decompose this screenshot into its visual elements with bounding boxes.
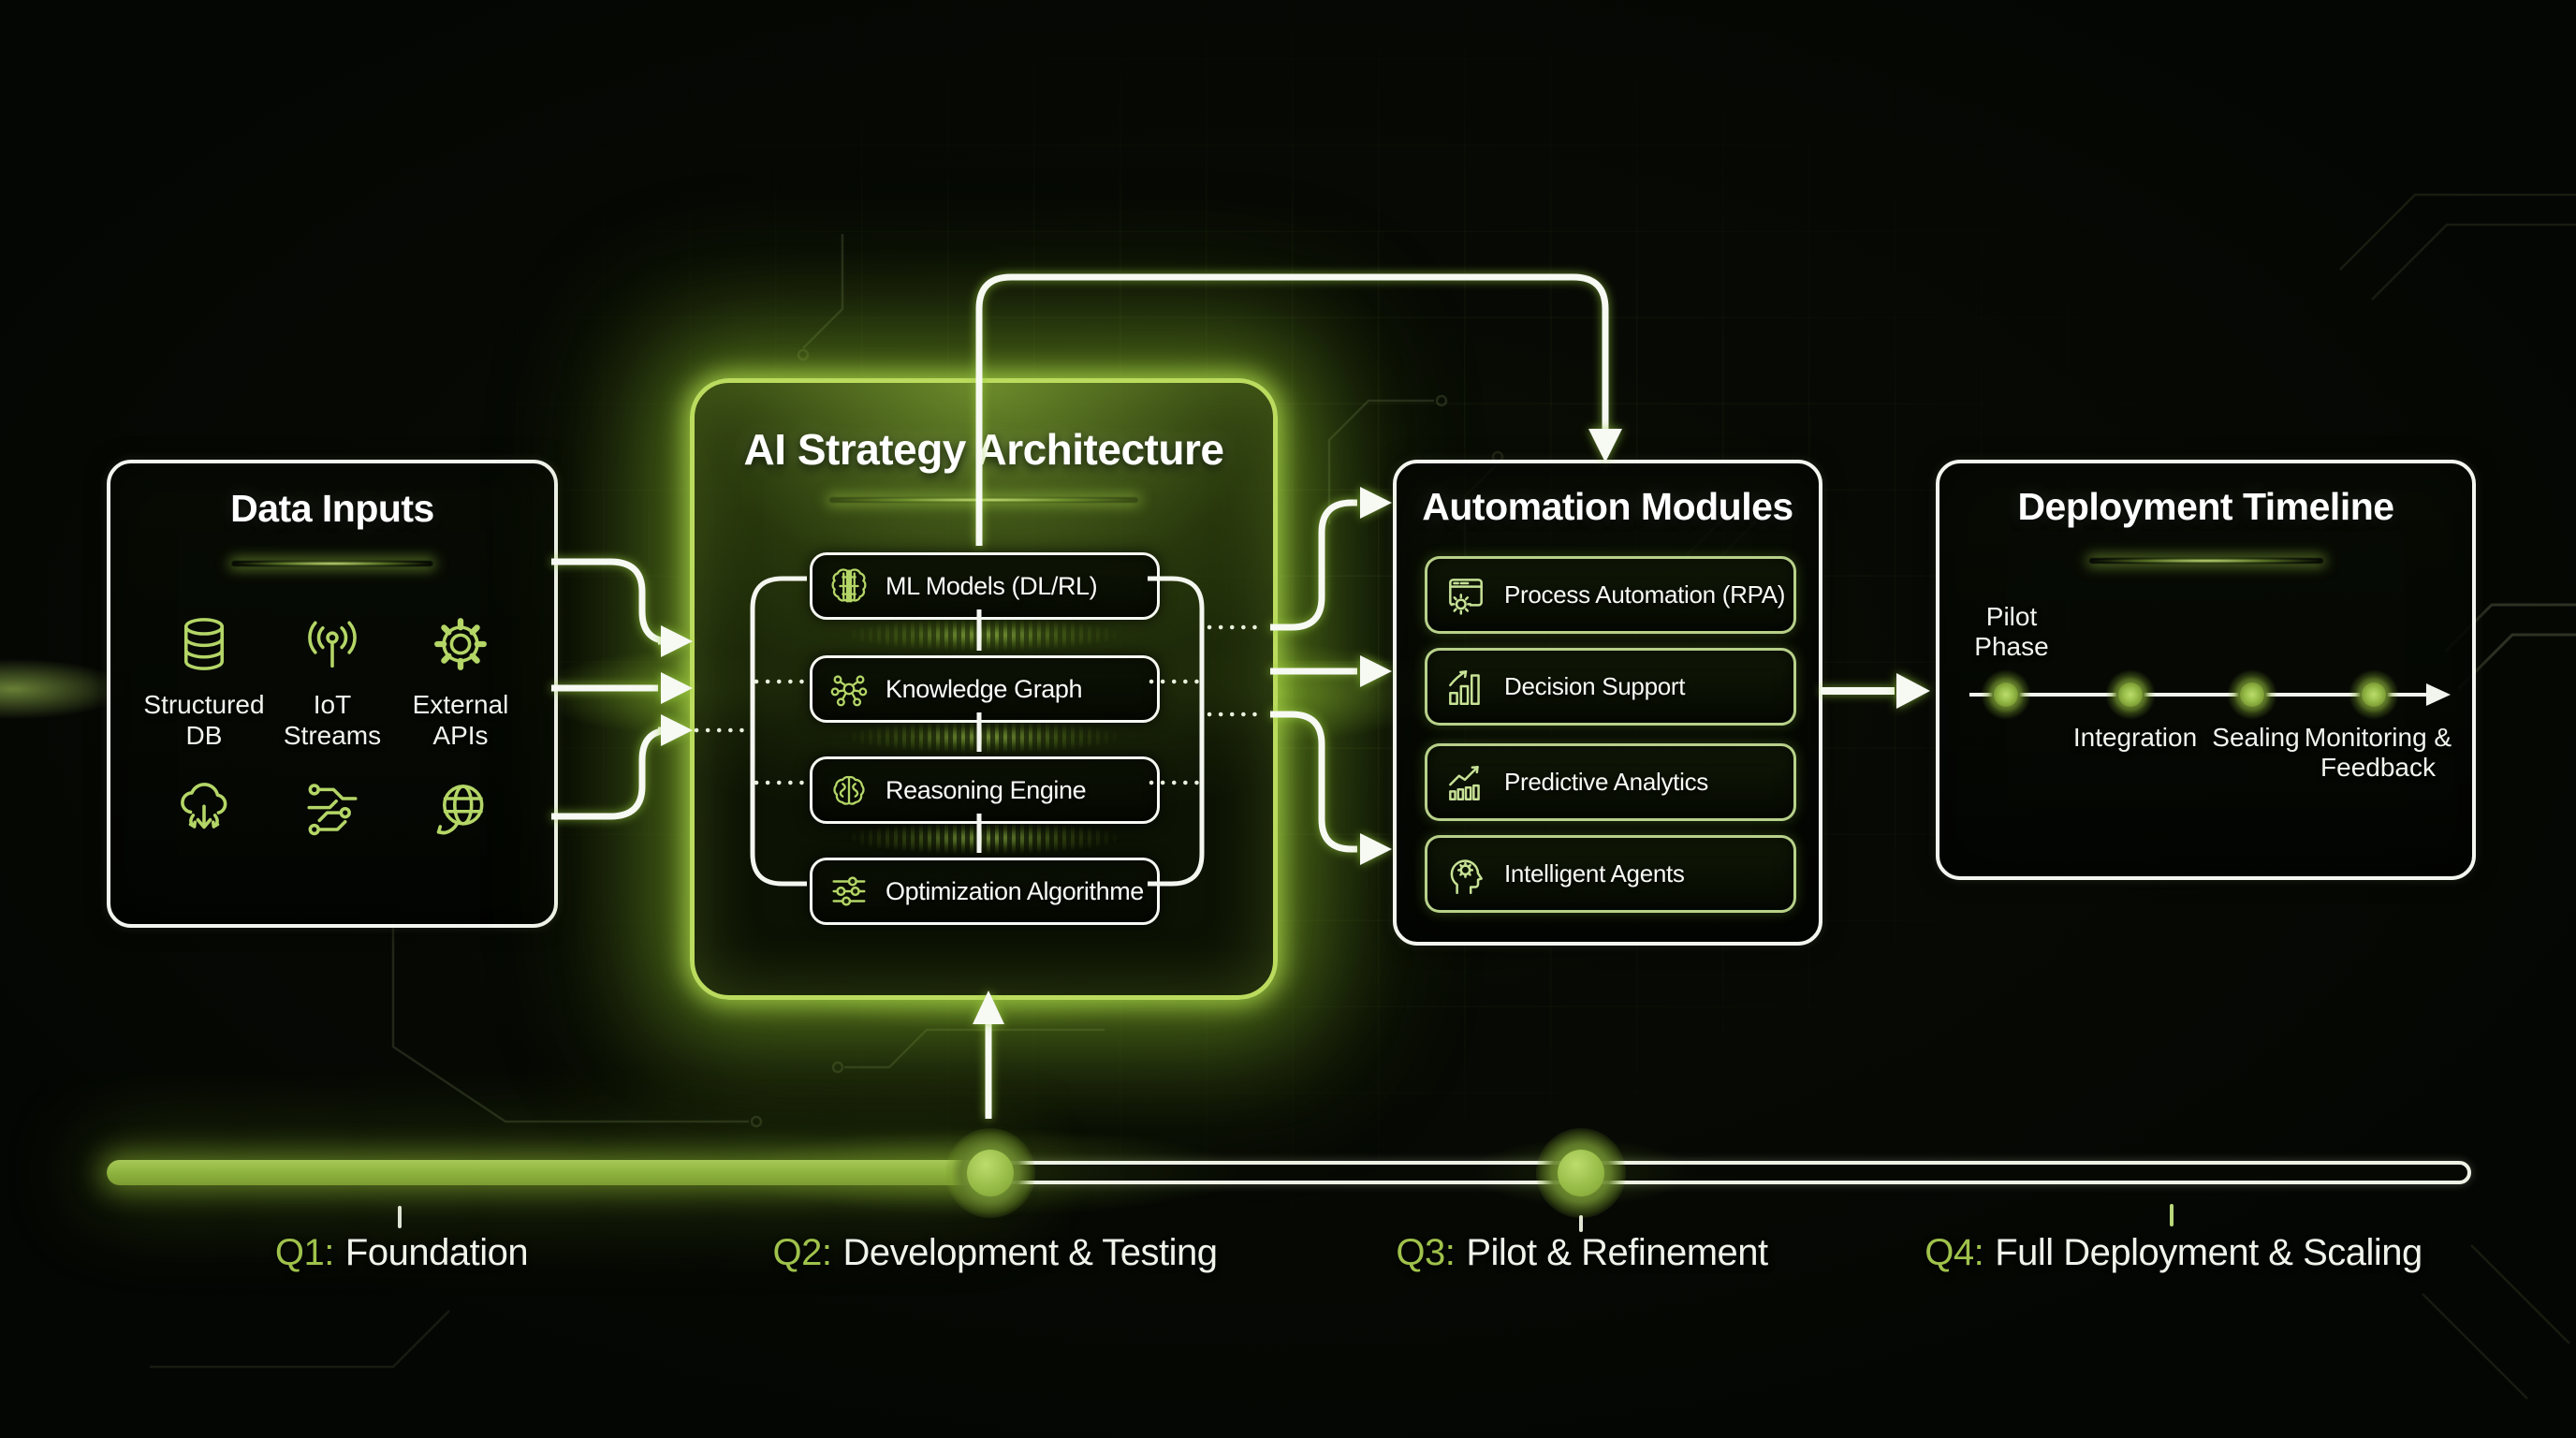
core-module-label: Reasoning Engine	[886, 775, 1087, 804]
quarter-prefix: Q3:	[1396, 1232, 1456, 1273]
quarter-label: Pilot & Refinement	[1466, 1232, 1768, 1273]
quarter-q4: Q4: Full Deployment & Scaling	[1925, 1232, 2422, 1274]
quarter-q2: Q2:Development & Testing	[772, 1232, 1218, 1274]
core-module-knowledge-graph: Knowledge Graph	[810, 655, 1160, 723]
automation-module-label: Intelligent Agents	[1504, 859, 1685, 888]
quarter-label: Full Deployment & Scaling	[1995, 1232, 2422, 1273]
automation-module-rpa: Process Automation (RPA)	[1425, 556, 1796, 634]
automation-title: Automation Modules	[1422, 485, 1793, 528]
quarter-prefix: Q1:	[274, 1232, 334, 1273]
quarter-q3: Q3:Pilot & Refinement	[1396, 1232, 1768, 1274]
source-iot-streams: IoT Streams	[262, 613, 402, 751]
core-panel: AI Strategy Architecture ML Models (DL/R…	[690, 378, 1278, 1000]
title-underline-glow	[829, 497, 1138, 503]
source-label: Structured DB	[143, 690, 265, 751]
source-label: External APIs	[412, 690, 509, 751]
automation-module-predictive-analytics: Predictive Analytics	[1425, 743, 1796, 821]
roadmap-dot-q3	[1536, 1128, 1626, 1218]
milestone-monitoring-feedback: Monitoring & Feedback	[2304, 723, 2452, 783]
tick-q1	[398, 1206, 402, 1228]
quarter-q1: Q1:Foundation	[274, 1232, 529, 1274]
milestone-sealing: Sealing	[2212, 723, 2300, 752]
antenna-icon	[308, 621, 357, 668]
knowledge-graph-icon	[830, 675, 868, 707]
quarter-label: Development & Testing	[842, 1232, 1218, 1273]
core-title: AI Strategy Architecture	[743, 425, 1224, 474]
data-inputs-panel: Data Inputs Structured DB IoT Streams	[107, 460, 558, 928]
source-circuit	[262, 778, 402, 844]
automation-panel: Automation Modules Process Automation (R…	[1393, 460, 1822, 946]
title-underline-glow	[231, 561, 433, 566]
core-module-optimization: Optimization Algorithme	[810, 858, 1160, 925]
roadmap-dot-q2	[945, 1128, 1035, 1218]
core-module-reasoning-engine: Reasoning Engine	[810, 756, 1160, 824]
bar-chart-arrow-icon	[1449, 669, 1480, 705]
cloud-transfer-icon	[181, 783, 227, 829]
milestone-integration: Integration	[2072, 723, 2198, 752]
core-module-label: Knowledge Graph	[886, 674, 1083, 703]
core-module-ml-models: ML Models (DL/RL)	[810, 552, 1160, 620]
brain-circuit-icon	[831, 568, 867, 603]
automation-module-label: Predictive Analytics	[1504, 768, 1708, 796]
signal-wave	[843, 821, 1124, 855]
automation-module-decision-support: Decision Support	[1425, 648, 1796, 726]
deployment-panel: Deployment Timeline Pilot Phase Integrat…	[1936, 460, 2476, 880]
quarter-prefix: Q4:	[1925, 1232, 1984, 1273]
title-underline-glow	[2088, 558, 2323, 564]
milestone-pilot-phase: Pilot Phase	[1974, 602, 2049, 662]
tick-q4	[2170, 1204, 2174, 1226]
database-icon	[183, 618, 225, 670]
signal-wave	[843, 618, 1124, 652]
core-module-label: Optimization Algorithme	[886, 876, 1144, 905]
roadmap-progress-bar	[107, 1160, 1003, 1185]
automation-module-label: Decision Support	[1504, 672, 1686, 700]
roadmap-track	[990, 1161, 2471, 1184]
source-cloud	[134, 778, 274, 844]
circuit-icon	[307, 784, 358, 836]
source-external-apis: External APIs	[390, 613, 531, 751]
tick-q3	[1579, 1215, 1583, 1232]
deployment-title: Deployment Timeline	[2017, 485, 2394, 528]
automation-module-label: Process Automation (RPA)	[1504, 580, 1786, 609]
gear-icon	[434, 618, 487, 670]
signal-wave	[843, 720, 1124, 754]
source-structured-db: Structured DB	[134, 613, 274, 751]
source-web	[390, 778, 531, 844]
sliders-icon	[832, 876, 866, 906]
trend-chart-icon	[1449, 765, 1480, 800]
source-label: IoT Streams	[283, 690, 382, 751]
automation-module-intelligent-agents: Intelligent Agents	[1425, 835, 1796, 913]
globe-icon	[436, 785, 484, 835]
quarter-prefix: Q2:	[772, 1232, 832, 1273]
quarter-label: Foundation	[344, 1232, 529, 1273]
data-inputs-title: Data Inputs	[230, 487, 434, 530]
head-brain-icon	[1450, 858, 1483, 894]
reasoning-brain-icon	[833, 775, 865, 805]
window-gear-icon	[1449, 578, 1483, 615]
core-module-label: ML Models (DL/RL)	[886, 571, 1098, 600]
